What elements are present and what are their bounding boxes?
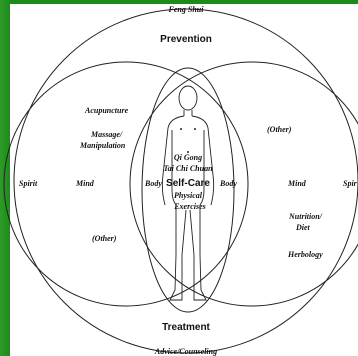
mind-left-label: Mind	[75, 179, 95, 188]
spirit-right-label: Spir	[343, 179, 358, 188]
body-left-label: Body	[144, 179, 162, 188]
physical-label: Physical	[174, 191, 203, 200]
massage-label: Massage/	[90, 130, 123, 139]
mind-right-label: Mind	[287, 179, 307, 188]
other-left-label: (Other)	[92, 234, 117, 243]
other-right-label: (Other)	[267, 125, 292, 134]
right-circle	[130, 62, 358, 306]
inner-lens	[142, 68, 234, 312]
left-circle	[4, 62, 248, 306]
manipulation-label: Manipulation	[79, 141, 126, 150]
tai-chi-label: Tai Chi Chuan	[163, 164, 213, 173]
feng-shui-label: Feng Shui	[168, 5, 205, 14]
acupuncture-label: Acupuncture	[84, 106, 129, 115]
nutrition-label: Nutrition/	[288, 212, 323, 221]
self-care-label: Self-Care	[166, 178, 210, 189]
prevention-label: Prevention	[160, 34, 212, 45]
body-right-label: Body	[219, 179, 237, 188]
advice-counseling-label: Advice/Counseling	[154, 347, 217, 356]
herbology-label: Herbology	[287, 250, 323, 259]
qi-gong-label: Qi Gong	[174, 153, 202, 162]
exercises-label: Exercises	[173, 202, 206, 211]
diet-label: Diet	[295, 223, 311, 232]
spirit-left-label: Spirit	[19, 179, 38, 188]
treatment-label: Treatment	[162, 322, 210, 333]
